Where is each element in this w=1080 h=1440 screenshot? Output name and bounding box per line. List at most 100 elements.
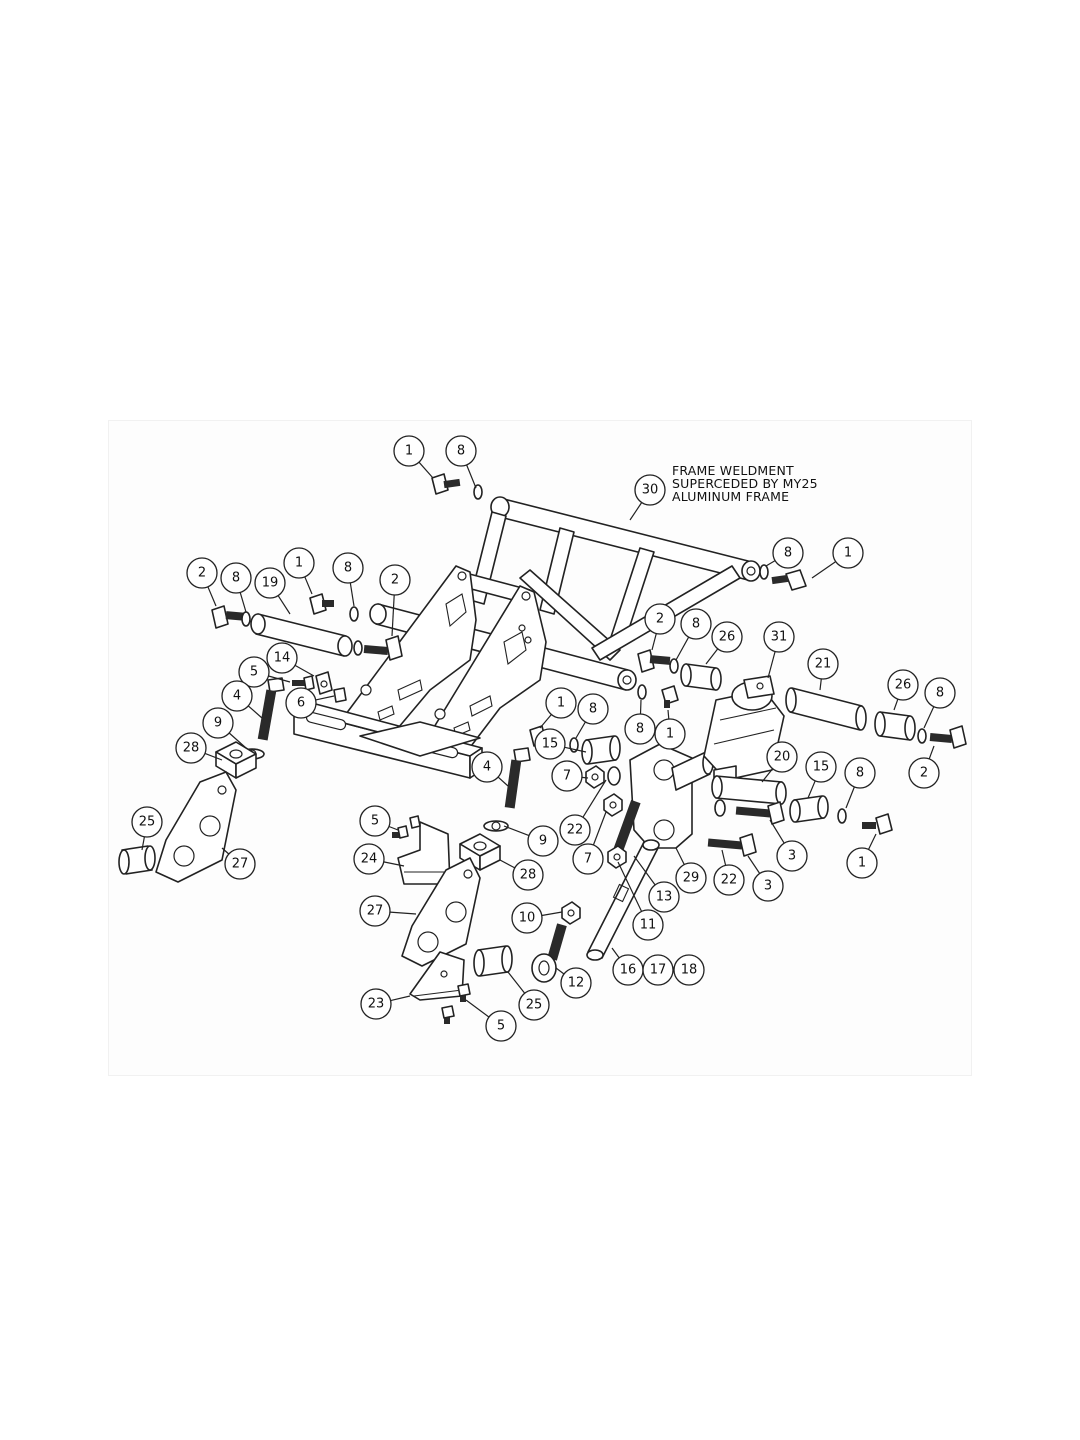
balloon-circle [846, 847, 878, 879]
balloon-circle [471, 751, 503, 783]
frame-note: FRAME WELDMENT SUPERCEDED BY MY25 ALUMIN… [672, 463, 818, 504]
balloon-23: 23 [360, 988, 411, 1020]
balloon-5: 5 [238, 656, 291, 688]
balloon-leader [294, 664, 315, 677]
balloon-number: 27 [367, 904, 384, 919]
balloon-circle [887, 669, 919, 701]
balloon-number: 24 [361, 852, 378, 867]
balloon-leader [555, 967, 565, 975]
balloon-leader [564, 746, 587, 753]
balloon-leader [893, 698, 899, 711]
balloon-circle [445, 435, 477, 467]
balloon-3: 3 [747, 855, 784, 902]
balloon-number: 18 [681, 963, 698, 978]
balloon-number: 2 [656, 612, 664, 627]
balloon-11: 11 [617, 861, 664, 941]
balloon-number: 16 [620, 963, 637, 978]
balloon-13: 13 [633, 855, 680, 913]
balloon-leader [268, 675, 291, 683]
balloon-leader [582, 779, 607, 818]
balloon-circle [332, 552, 364, 584]
balloon-leader [705, 648, 719, 665]
balloon-18: 18 [673, 954, 705, 986]
balloon-1: 1 [846, 833, 878, 879]
balloon-leader [581, 776, 589, 779]
balloon-number: 20 [774, 750, 791, 765]
balloon-leader [221, 847, 230, 855]
balloon-leader [204, 752, 223, 761]
balloon-circle [560, 967, 592, 999]
balloon-circle [360, 988, 392, 1020]
balloon-circle [393, 435, 425, 467]
balloon-number: 26 [719, 630, 736, 645]
balloon-circle [711, 621, 743, 653]
balloon-circle [805, 751, 837, 783]
balloon-number: 5 [250, 665, 258, 680]
balloon-leader [639, 699, 642, 715]
balloon-number: 10 [519, 911, 536, 926]
balloon-leader [391, 594, 395, 637]
balloon-31: 31 [763, 621, 795, 679]
balloon-16: 16 [611, 947, 644, 986]
balloon-circle [624, 713, 656, 745]
balloon-leader [465, 999, 490, 1018]
balloon-8: 8 [445, 435, 477, 489]
balloon-8: 8 [220, 562, 252, 613]
balloon-circle [527, 825, 559, 857]
balloon-15: 15 [534, 728, 587, 760]
balloon-leader [466, 464, 477, 489]
balloon-circle [359, 805, 391, 837]
balloon-number: 8 [856, 766, 864, 781]
balloon-number: 5 [371, 814, 379, 829]
balloon-25: 25 [131, 806, 163, 851]
balloon-leader [575, 721, 586, 739]
balloon-number: 25 [526, 998, 543, 1013]
balloon-number: 15 [542, 737, 559, 752]
balloon-21: 21 [807, 648, 839, 691]
balloon-8: 8 [844, 757, 876, 809]
balloon-8: 8 [765, 537, 804, 569]
balloon-leader [277, 595, 291, 615]
balloon-number: 4 [483, 760, 491, 775]
balloon-number: 21 [815, 657, 832, 672]
balloon-leader [845, 786, 855, 809]
balloon-circle [353, 843, 385, 875]
balloon-number: 8 [784, 546, 792, 561]
balloon-1: 1 [539, 687, 577, 729]
balloon-circle [202, 707, 234, 739]
balloon-9: 9 [503, 825, 559, 857]
balloon-number: 2 [198, 566, 206, 581]
balloon-leader [811, 561, 837, 579]
balloon-26: 26 [705, 621, 743, 665]
balloon-number: 7 [584, 852, 592, 867]
balloon-number: 1 [557, 696, 565, 711]
balloon-8: 8 [624, 699, 656, 745]
balloon-number: 8 [232, 571, 240, 586]
balloon-circle [766, 741, 798, 773]
balloon-leader [418, 461, 434, 479]
balloon-circle [359, 895, 391, 927]
balloon-leader [315, 695, 335, 701]
balloon-leader [304, 576, 313, 595]
balloon-circle [648, 881, 680, 913]
balloon-leader [228, 732, 247, 749]
balloon-leader [651, 633, 657, 651]
balloon-circle [632, 909, 664, 941]
balloon-circle [285, 687, 317, 719]
balloon-leader [388, 825, 399, 831]
balloon-1: 1 [283, 547, 315, 595]
balloon-12: 12 [555, 967, 592, 999]
balloon-leader [592, 811, 607, 846]
balloon-leader [629, 502, 643, 521]
balloon-leader [675, 636, 690, 661]
balloon-circle [776, 840, 808, 872]
balloon-leader [767, 651, 776, 679]
balloon-leader [239, 592, 247, 613]
balloon-number: 26 [895, 678, 912, 693]
balloon-leader [667, 709, 670, 720]
balloon-number: 28 [520, 868, 537, 883]
balloon-number: 1 [844, 546, 852, 561]
balloon-circle [511, 902, 543, 934]
